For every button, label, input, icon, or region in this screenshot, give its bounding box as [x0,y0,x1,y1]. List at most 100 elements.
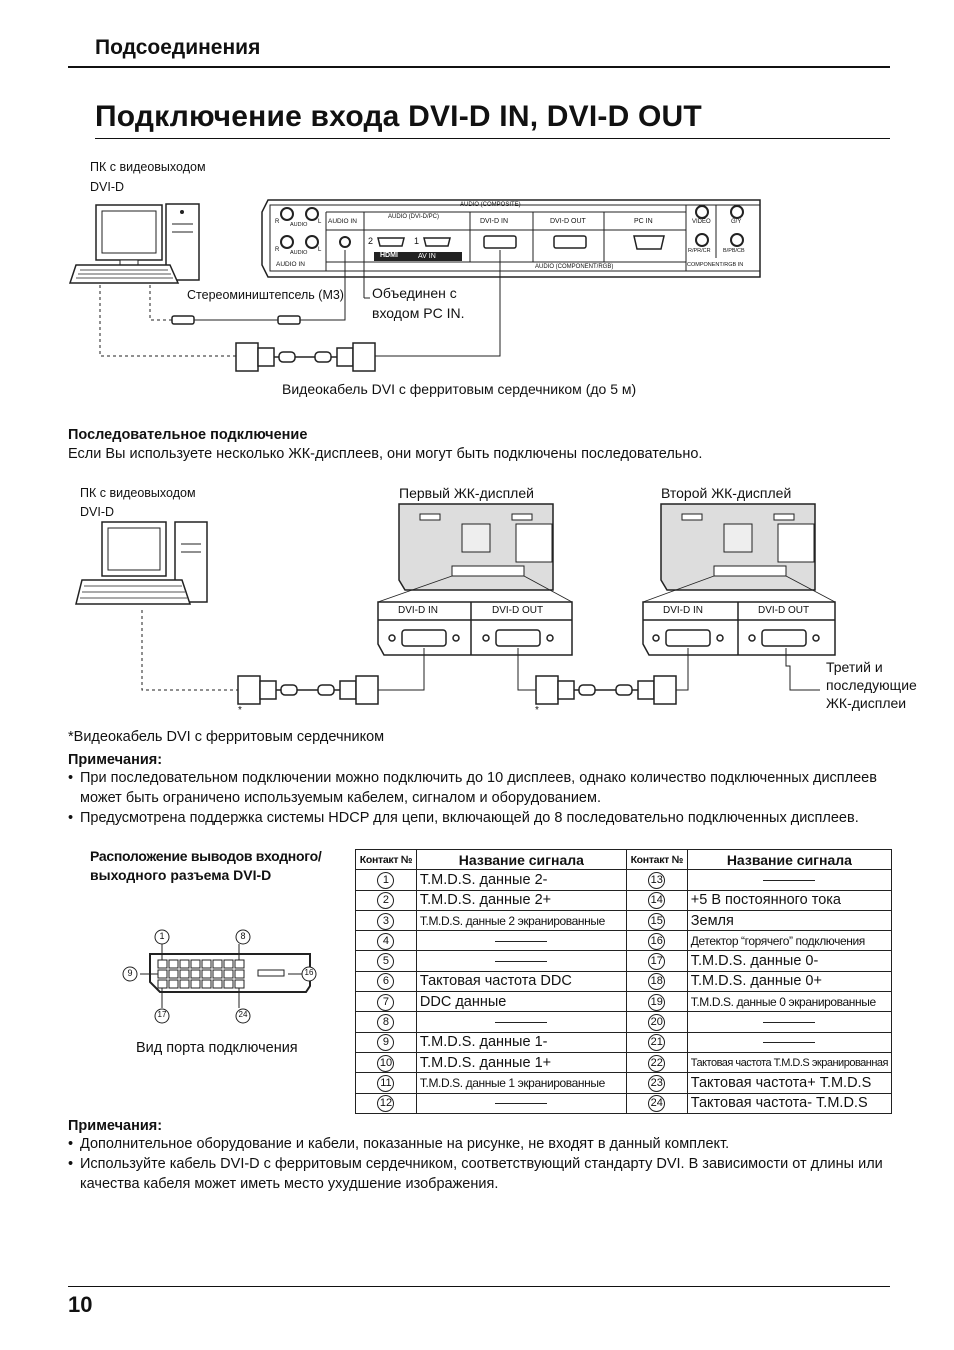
pc-label-2-1: ПК с видеовыходом [80,486,196,500]
signal-name-cell: T.M.D.S. данные 2 экранированные [415,909,627,932]
signal-name: +5 В постоянного тока [690,892,841,909]
contact-number-cell: 20 [625,1011,688,1033]
contact-number-cell: 21 [625,1031,688,1053]
dvi-cable-label: Видеокабель DVI с ферритовым сердечником… [282,381,637,397]
panel-audio-top: AUDIO [290,222,308,228]
first-display-rear [398,503,554,591]
contact-number-cell: 1 [355,869,417,891]
section-title: Подсоединения [95,36,261,59]
signal-name: Тактовая частота- T.M.D.S [690,1095,868,1112]
pinout-heading-1: Расположение выводов входного/ [90,848,322,864]
contact-number-cell: 8 [355,1011,417,1033]
col-contact: Контакт № [355,848,417,871]
signal-name-cell [415,1011,627,1033]
panel-video: VIDEO [692,219,711,225]
panel-gy: G/Y [731,219,742,225]
contact-number-cell: 2 [355,889,417,911]
pin-label-8: 8 [240,931,246,941]
second-display-label: Второй ЖК-дисплей [661,485,792,501]
contact-number: 4 [377,932,395,950]
empty-signal-dash [763,1021,816,1023]
contact-number-cell: 17 [625,950,688,972]
title-rule [95,138,890,139]
signal-name: DDC данные [419,993,507,1010]
panel-dvi-in: DVI-D IN [480,218,508,225]
port-label-dvi-in-2: DVI-D IN [663,605,703,616]
pc-monitor-icon [101,521,167,577]
port-label-dvi-out-2: DVI-D OUT [758,605,810,616]
first-port-block [377,601,573,656]
port-label-dvi-in-1: DVI-D IN [398,605,438,616]
notes-2-heading: Примечания: [68,1118,163,1134]
notes-1-item: При последовательном подключении можно п… [68,768,893,808]
signal-name: T.M.D.S. данные 1 экранированные [419,1075,605,1090]
pin-label-16: 16 [304,968,314,977]
empty-signal-dash [495,1102,548,1104]
panel-r-bottom: R [275,247,280,253]
notes-2: Примечания: Дополнительное оборудование … [68,1118,893,1194]
contact-number: 6 [377,973,395,991]
contact-number: 2 [377,892,395,910]
contact-number-cell: 4 [355,930,417,952]
panel-audio-dvi-pc: AUDIO (DVI-D/PC) [388,214,439,220]
contact-number-cell: 15 [625,909,688,932]
pin-label-24: 24 [238,1010,248,1019]
serial-text: Если Вы используете несколько ЖК-дисплее… [68,446,703,462]
combined-label-1: Объединен с [372,285,457,301]
panel-audio-in-bottom: AUDIO IN [276,261,305,268]
empty-signal-dash [495,960,548,962]
panel-r-top: R [275,219,280,225]
panel-hdmi-logo: HDMI [380,252,398,259]
signal-name-cell: Детектор “горячего” подключения [686,930,893,952]
signal-name-cell: T.M.D.S. данные 0 экранированные [686,991,893,1013]
signal-name-cell [415,950,627,972]
pinout-heading-2: выходного разъема DVI-D [90,867,272,883]
panel-audio-in-top: AUDIO IN [328,218,357,225]
dvi-pinout-diagram [122,929,317,1024]
combined-label-2: входом PC IN. [372,305,465,321]
rear-panel [261,199,761,278]
page-number: 10 [68,1292,93,1317]
contact-number-cell: 16 [625,930,688,952]
contact-number-cell: 11 [355,1072,417,1094]
connection-diagram-1 [68,199,761,372]
contact-number: 16 [648,932,666,950]
panel-av-in: AV IN [418,253,436,260]
signal-name: T.M.D.S. данные 2+ [419,892,552,909]
table-header-row: Контакт № Название сигнала Контакт № Наз… [355,848,893,871]
dvi-cable-icon-1 [237,675,379,705]
col-contact: Контакт № [625,848,688,871]
dvi-cable-icon-2 [535,675,677,705]
col-signal: Название сигнала [415,848,627,871]
contact-number-cell: 23 [625,1072,688,1094]
signal-name: T.M.D.S. данные 0- [690,953,819,970]
notes-1: Примечания: При последовательном подключ… [68,752,893,828]
section-rule [68,66,890,68]
table-row: 4 16 Детектор “горячего” подключения [355,930,893,952]
second-port-block [642,601,836,656]
pinout-caption: Вид порта подключения [136,1040,298,1056]
signal-name-cell: T.M.D.S. данные 0- [686,950,893,972]
page-title: Подключение входа DVI-D IN, DVI-D OUT [95,100,702,133]
panel-audio-composite: AUDIO (COMPOSITE) [460,202,521,208]
contact-number-cell: 19 [625,991,688,1013]
contact-number: 17 [648,953,666,971]
panel-hdmi-1: 1 [414,236,420,246]
signal-name-cell: Тактовая частота DDC [415,970,627,993]
panel-dvi-out: DVI-D OUT [550,218,586,225]
third-displays-3: ЖК-дисплеи [826,695,907,711]
notes-1-item: Предусмотрена поддержка системы HDCP для… [68,808,893,828]
panel-component-rgb-in: COMPONENT/RGB IN [687,262,744,268]
signal-name-cell: T.M.D.S. данные 1+ [415,1051,627,1074]
pc-label-2-2: DVI-D [80,505,115,519]
contact-number: 14 [648,892,666,910]
contact-number: 12 [377,1095,395,1113]
